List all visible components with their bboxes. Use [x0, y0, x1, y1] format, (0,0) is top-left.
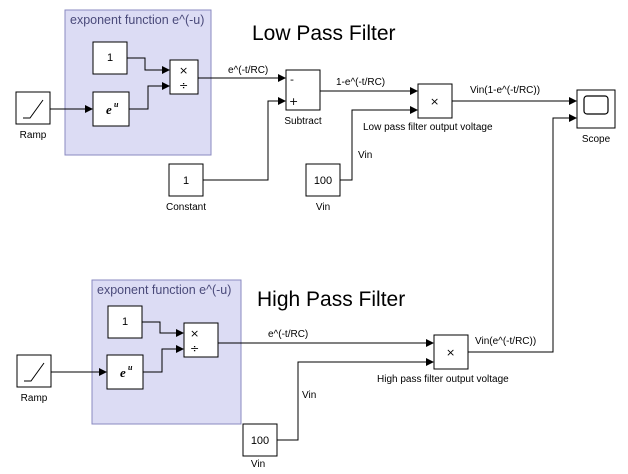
high-const-one-value: 1	[122, 316, 128, 328]
low-exp-base: e	[106, 102, 112, 117]
ramp-bottom-icon	[24, 362, 45, 382]
low-divide-block[interactable]	[169, 59, 199, 95]
high-divide-mult-sign: ×	[190, 327, 199, 340]
scope-icon	[583, 95, 609, 115]
low-divide-mult-sign: ×	[179, 64, 188, 77]
high-pass-title: High Pass Filter	[257, 288, 405, 311]
subtract-block[interactable]	[285, 69, 321, 111]
signal-one-minus-label: 1-e^(-t/RC)	[336, 77, 385, 88]
ramp-top-icon	[23, 99, 44, 119]
high-exp-block[interactable]	[106, 354, 144, 390]
wire-high-exp-to-divide	[143, 345, 184, 373]
constant-value: 1	[183, 175, 189, 187]
subtract-label: Subtract	[284, 116, 321, 127]
high-exp-sup: u	[128, 363, 133, 372]
ramp-bottom-label: Ramp	[21, 393, 48, 404]
high-exp-base: e	[120, 365, 126, 380]
signal-top-exp-label: e^(-t/RC)	[228, 65, 268, 76]
signal-vin-top-label: Vin	[358, 150, 372, 161]
low-pass-caption: Low pass filter output voltage	[363, 122, 493, 133]
wire-high-one-to-divide	[142, 321, 184, 337]
ramp-bottom-block[interactable]	[16, 354, 52, 388]
subtract-minus-sign: -	[290, 73, 294, 86]
subtract-plus-sign: +	[289, 95, 298, 108]
vin-bottom-value: 100	[251, 435, 269, 447]
vin-top-block[interactable]	[305, 163, 341, 197]
scope-label: Scope	[582, 134, 611, 145]
high-divide-div-sign: ÷	[190, 342, 199, 355]
low-const-one-block[interactable]	[92, 41, 128, 75]
vin-top-value: 100	[314, 175, 332, 187]
wire-vin-bottom-to-product	[277, 358, 434, 441]
signal-high-out-label: Vin(e^(-t/RC))	[475, 336, 536, 347]
wire-low-exp-to-divide	[129, 82, 170, 110]
low-const-one-value: 1	[107, 52, 113, 64]
high-product-sign: ×	[446, 346, 455, 359]
ramp-top-block[interactable]	[15, 91, 51, 125]
signal-vin-bottom-label: Vin	[302, 390, 316, 401]
ramp-top-label: Ramp	[20, 130, 47, 141]
low-divide-div-sign: ÷	[179, 79, 188, 92]
low-pass-title: Low Pass Filter	[252, 22, 396, 45]
low-product-block[interactable]	[417, 83, 453, 119]
low-exponent-subsystem-title: exponent function e^(-u)	[70, 13, 204, 27]
high-product-block[interactable]	[433, 334, 469, 370]
high-pass-caption: High pass filter output voltage	[377, 374, 509, 385]
vin-bottom-label: Vin	[251, 459, 265, 470]
low-product-sign: ×	[430, 95, 439, 108]
wire-constant-to-subtract	[203, 97, 286, 181]
wire-vin-top-to-product	[340, 106, 418, 181]
signal-low-out-label: Vin(1-e^(-t/RC))	[470, 85, 540, 96]
high-exponent-subsystem[interactable]	[91, 279, 242, 425]
wire-low-one-to-divide	[127, 57, 170, 74]
high-divide-block[interactable]	[183, 322, 219, 358]
low-exp-sup: u	[114, 100, 119, 109]
constant-label: Constant	[166, 202, 206, 213]
low-exp-block[interactable]	[92, 91, 130, 127]
wire-high-to-scope	[468, 114, 577, 353]
high-exponent-subsystem-title: exponent function e^(-u)	[97, 283, 231, 297]
vin-top-label: Vin	[316, 202, 330, 213]
vin-bottom-block[interactable]	[242, 423, 278, 457]
signal-bottom-exp-label: e^(-t/RC)	[268, 329, 308, 340]
